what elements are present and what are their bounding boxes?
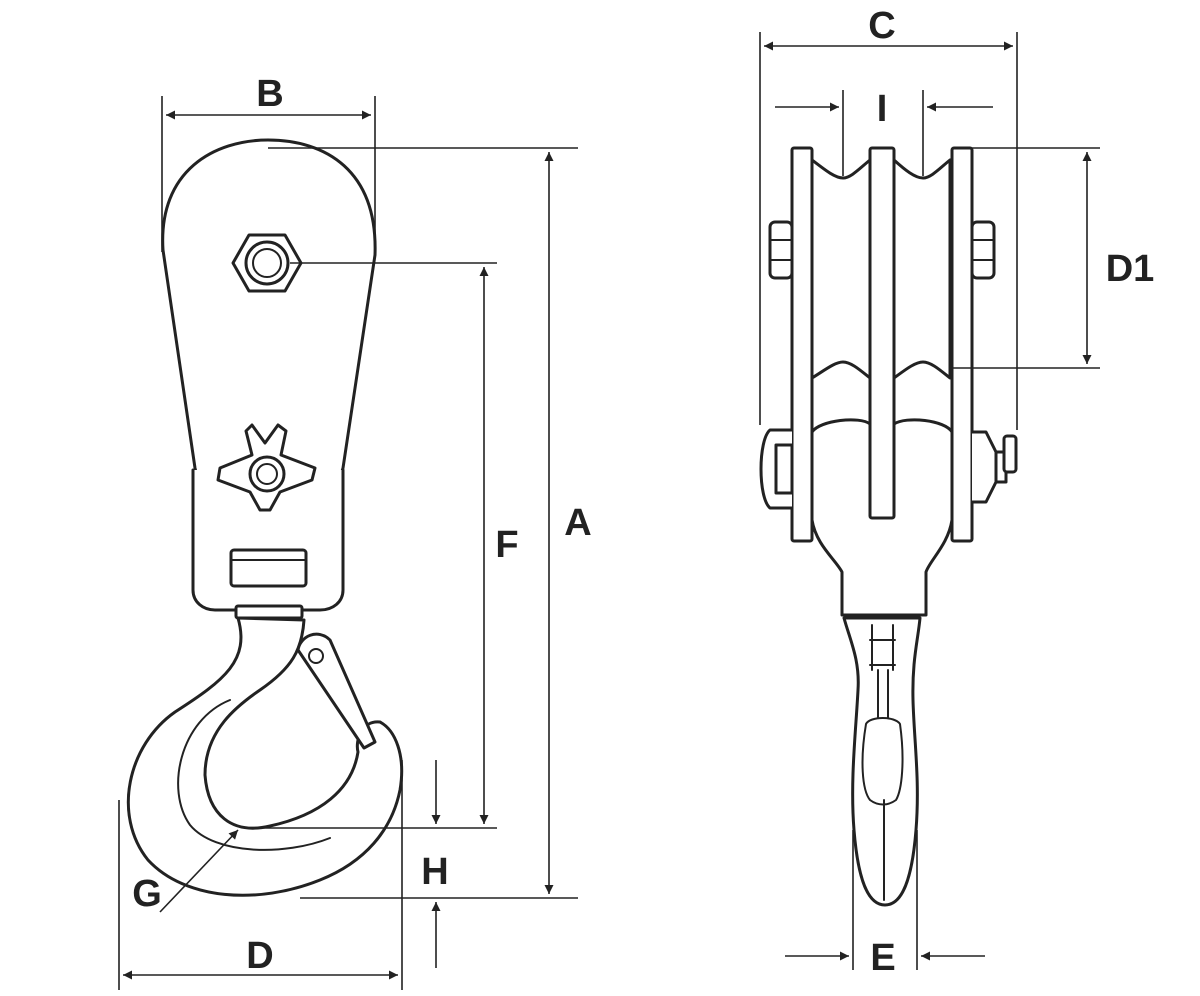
locking-pin-right <box>970 430 1018 504</box>
dimension-c: C <box>759 5 1018 430</box>
dimension-i: I <box>775 88 993 176</box>
axle-nut <box>231 233 303 293</box>
side-view: C I D1 E <box>759 5 1155 979</box>
label-e: E <box>870 937 895 979</box>
label-d1: D1 <box>1106 248 1155 290</box>
sheaves <box>810 158 952 380</box>
label-i: I <box>877 88 888 130</box>
dimension-b: B <box>161 73 376 252</box>
hook-edge <box>842 616 922 907</box>
label-d: D <box>246 935 273 977</box>
front-view: B A F H G <box>118 73 592 990</box>
label-a: A <box>564 502 591 544</box>
swivel-housing <box>191 468 345 620</box>
axle-nut-right <box>970 220 996 280</box>
label-b: B <box>256 73 283 115</box>
dimension-a: A <box>268 147 592 899</box>
dimension-h: H <box>421 760 449 968</box>
dimension-e: E <box>785 830 985 979</box>
outer-plate-right <box>950 146 974 543</box>
dimension-f: F <box>255 262 519 829</box>
hook <box>126 616 404 897</box>
label-c: C <box>868 5 895 47</box>
wing-nut <box>216 423 317 512</box>
bolt-head-left <box>759 428 794 510</box>
label-g: G <box>132 873 162 915</box>
dimension-d: D <box>118 760 403 990</box>
label-h: H <box>421 851 448 893</box>
dimension-g: G <box>132 829 239 915</box>
dimension-d1: D1 <box>950 147 1155 369</box>
axle-nut-left <box>768 220 794 280</box>
label-f: F <box>495 524 518 566</box>
outer-plate-left <box>790 146 814 543</box>
center-plate <box>868 146 896 520</box>
